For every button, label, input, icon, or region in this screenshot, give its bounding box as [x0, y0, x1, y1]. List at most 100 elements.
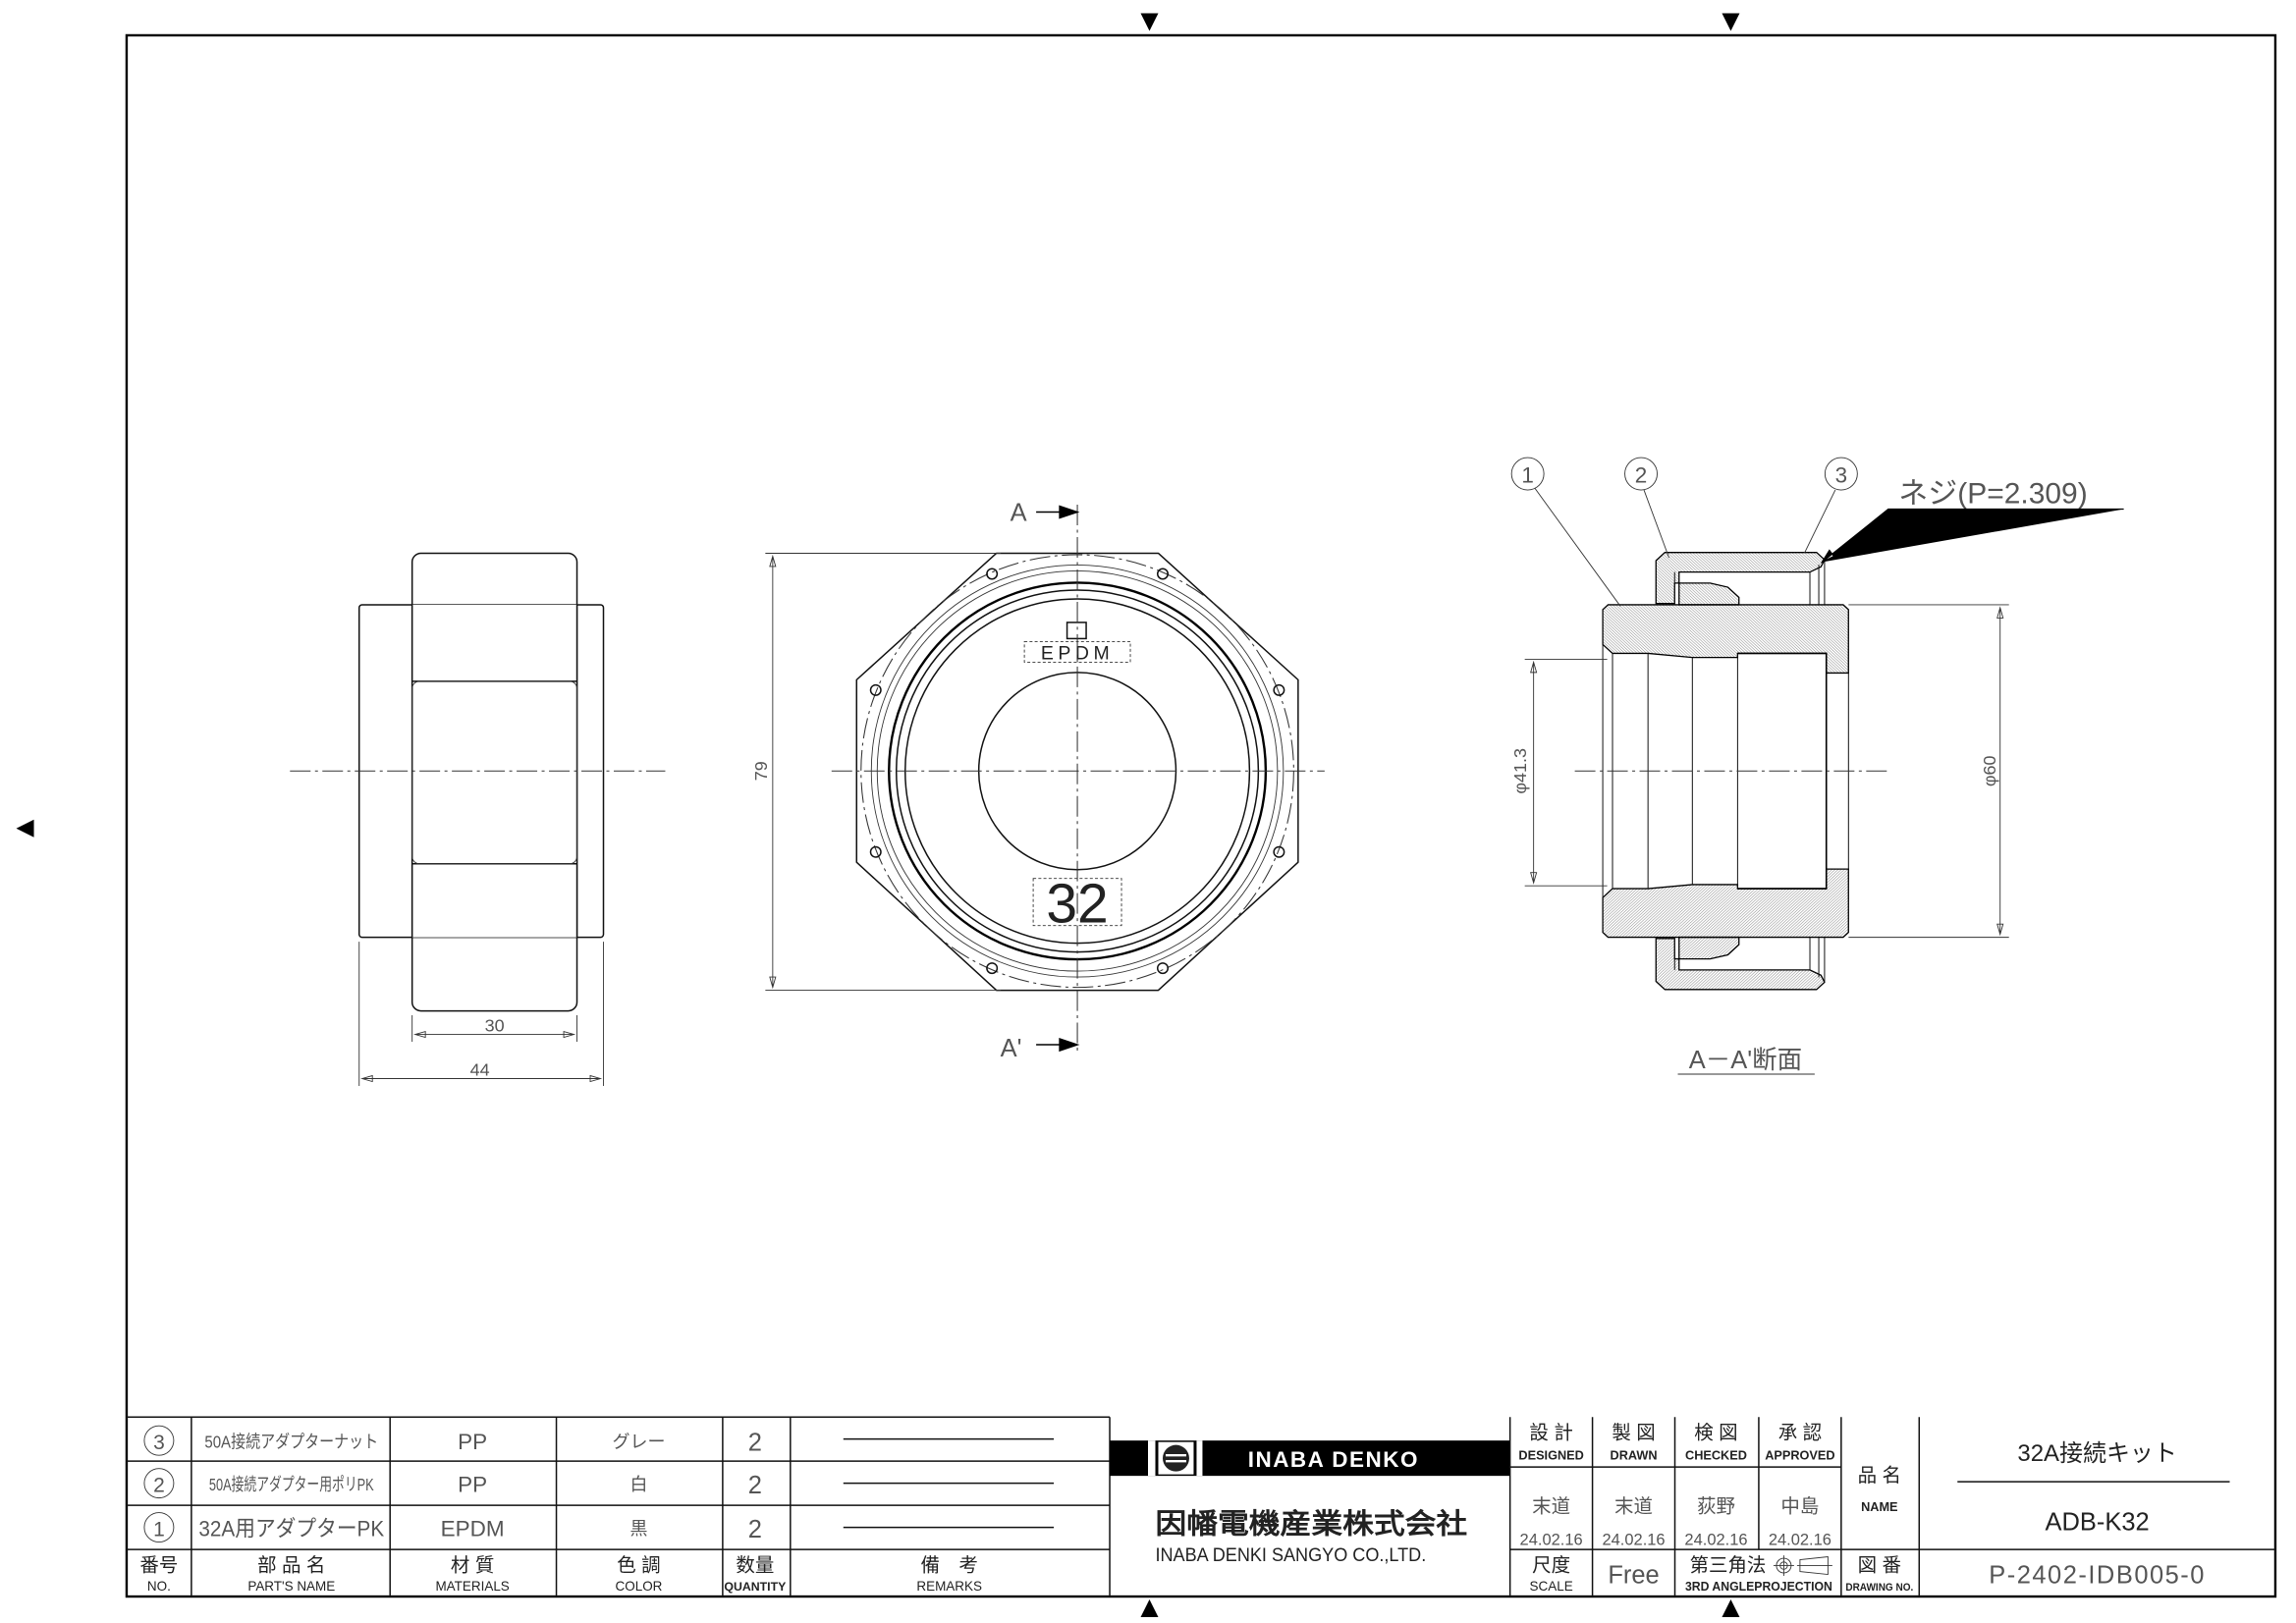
svg-text:備 考: 備 考 [920, 1555, 977, 1577]
title-block: 設 計 DESIGNED 末道 24.02.16 製 図 DRAWN 末道 24… [1508, 1417, 2275, 1597]
svg-text:数量: 数量 [736, 1555, 774, 1577]
center-mark-top-icon [1140, 13, 1740, 31]
company-name-en: INABA DENKI SANGYO CO.,LTD. [1155, 1544, 1426, 1566]
svg-text:24.02.16: 24.02.16 [1684, 1532, 1747, 1549]
parts-row-1: 1 32A用アダプターPK EPDM 黒 2 [143, 1512, 1055, 1543]
svg-text:CHECKED: CHECKED [1685, 1448, 1747, 1463]
thread-note: ネジ(P=2.309) [1898, 478, 2087, 511]
svg-text:設 計: 設 計 [1529, 1423, 1572, 1444]
svg-text:材 質: 材 質 [451, 1555, 494, 1577]
svg-text:PART'S NAME: PART'S NAME [247, 1579, 335, 1594]
section-arrow-start-icon [1036, 505, 1080, 519]
svg-text:DESIGNED: DESIGNED [1518, 1448, 1583, 1463]
section-top-half [1603, 553, 1848, 674]
approval-drawn: 製 図 DRAWN 末道 24.02.16 [1602, 1423, 1665, 1549]
balloon-2: 2 [1624, 457, 1669, 559]
dim-label-outer: φ60 [1980, 755, 1999, 786]
svg-text:24.02.16: 24.02.16 [1520, 1532, 1583, 1549]
recycle-mark-icon [1066, 622, 1087, 640]
svg-text:24.02.16: 24.02.16 [1602, 1532, 1665, 1549]
svg-text:50A接続アダプター用ポリPK: 50A接続アダプター用ポリPK [209, 1475, 374, 1494]
company-block: INABA DENKO 因幡電機産業株式会社 INABA DENKI SANGY… [1110, 1440, 1510, 1566]
svg-text:24.02.16: 24.02.16 [1769, 1532, 1831, 1549]
side-view: 30 44 [290, 552, 666, 1086]
product-model: ADB-K32 [2046, 1509, 2150, 1537]
svg-text:APPROVED: APPROVED [1765, 1448, 1834, 1463]
svg-text:製 図: 製 図 [1612, 1423, 1655, 1444]
svg-text:末道: 末道 [1532, 1496, 1570, 1518]
section-view: 1 2 3 ネジ(P=2.309) φ41.3 φ60 A－A'断面 [1510, 457, 2124, 1075]
svg-text:グレー: グレー [613, 1433, 666, 1452]
svg-text:中島: 中島 [1780, 1496, 1819, 1518]
sheet-border [125, 33, 2277, 1598]
drawing-number: P-2402-IDB005-0 [1989, 1562, 2206, 1590]
dim-label-bore: φ41.3 [1510, 748, 1530, 794]
dim-label-30: 30 [485, 1016, 505, 1036]
center-mark-left-icon [16, 819, 34, 838]
scale-value: Free [1608, 1562, 1659, 1590]
svg-text:2: 2 [748, 1430, 762, 1457]
product-name-label-en: NAME [1861, 1499, 1897, 1514]
front-octagon-outline [855, 552, 1299, 992]
balloon-1: 1 [1510, 457, 1621, 607]
third-angle-projection-icon [1773, 1555, 1832, 1577]
thread-leader [1820, 508, 2124, 564]
front-view: EPDM 32 A A' 79 [751, 500, 1325, 1062]
section-label-start: A [1011, 500, 1027, 527]
dim-line-outer [1996, 606, 2004, 937]
svg-text:色 調: 色 調 [617, 1555, 660, 1577]
scale-label: 尺度 [1532, 1555, 1570, 1577]
section-title: A－A'断面 [1689, 1047, 1802, 1074]
svg-text:白: 白 [629, 1475, 647, 1494]
drawing-no-label-en: DRAWING NO. [1845, 1582, 1913, 1594]
dim-label-44: 44 [470, 1060, 490, 1080]
svg-text:3: 3 [153, 1432, 165, 1454]
bolt-holes [869, 568, 1285, 975]
parts-row-2: 2 50A接続アダプター用ポリPK PP 白 2 [143, 1468, 1055, 1499]
center-mark-bottom-icon [1140, 1599, 1740, 1618]
projection-label: 第三角法 [1690, 1555, 1767, 1577]
svg-text:末道: 末道 [1614, 1496, 1653, 1518]
svg-text:50A接続アダプターナット: 50A接続アダプターナット [204, 1433, 378, 1452]
svg-text:DRAWN: DRAWN [1611, 1448, 1658, 1463]
dim-line-bore [1530, 660, 1538, 885]
svg-text:MATERIALS: MATERIALS [435, 1579, 509, 1594]
scale-label-en: SCALE [1530, 1579, 1573, 1594]
svg-text:2: 2 [153, 1475, 165, 1497]
parts-list-table: 3 50A接続アダプターナット PP グレー 2 2 50A接続アダプター用ポリ… [126, 1416, 1111, 1597]
svg-text:REMARKS: REMARKS [916, 1579, 982, 1594]
dim-label-79: 79 [751, 761, 771, 781]
svg-text:荻野: 荻野 [1697, 1496, 1735, 1518]
dim-line-30 [413, 1030, 576, 1039]
parts-header-row: 番号 NO. 部 品 名 PART'S NAME 材 質 MATERIALS 色… [139, 1555, 982, 1594]
dim-line-44 [360, 1074, 603, 1083]
inaba-logo-icon [1158, 1441, 1194, 1475]
svg-text:部 品 名: 部 品 名 [257, 1555, 325, 1577]
company-name-jp: 因幡電機産業株式会社 [1155, 1508, 1467, 1541]
projection-label-en: 3RD ANGLEPROJECTION [1685, 1579, 1832, 1594]
svg-text:QUANTITY: QUANTITY [724, 1580, 786, 1594]
svg-text:承 認: 承 認 [1778, 1423, 1822, 1444]
svg-text:2: 2 [748, 1472, 762, 1499]
svg-text:1: 1 [153, 1519, 165, 1542]
product-name-label: 品 名 [1858, 1465, 1901, 1487]
svg-text:1: 1 [1521, 463, 1534, 488]
section-arrow-end-icon [1036, 1038, 1080, 1053]
brand-name: INABA DENKO [1248, 1447, 1419, 1472]
svg-text:PP: PP [458, 1473, 487, 1497]
parts-row-3: 3 50A接続アダプターナット PP グレー 2 [143, 1425, 1055, 1457]
product-title: 32A接続キット [2017, 1440, 2177, 1467]
svg-text:32A用アダプターPK: 32A用アダプターPK [198, 1517, 384, 1542]
section-part-3-nut [1656, 553, 1825, 604]
svg-text:2: 2 [1635, 463, 1648, 488]
svg-text:2: 2 [748, 1516, 762, 1543]
svg-text:COLOR: COLOR [616, 1579, 663, 1594]
svg-text:PP: PP [458, 1430, 487, 1454]
drawing-no-label: 図 番 [1858, 1555, 1901, 1577]
approval-checked: 検 図 CHECKED 荻野 24.02.16 [1684, 1423, 1747, 1549]
svg-text:検 図: 検 図 [1694, 1423, 1737, 1444]
section-part-2-ring [1679, 583, 1739, 605]
approval-designed: 設 計 DESIGNED 末道 24.02.16 [1518, 1423, 1583, 1549]
balloon-3: 3 [1803, 457, 1858, 554]
